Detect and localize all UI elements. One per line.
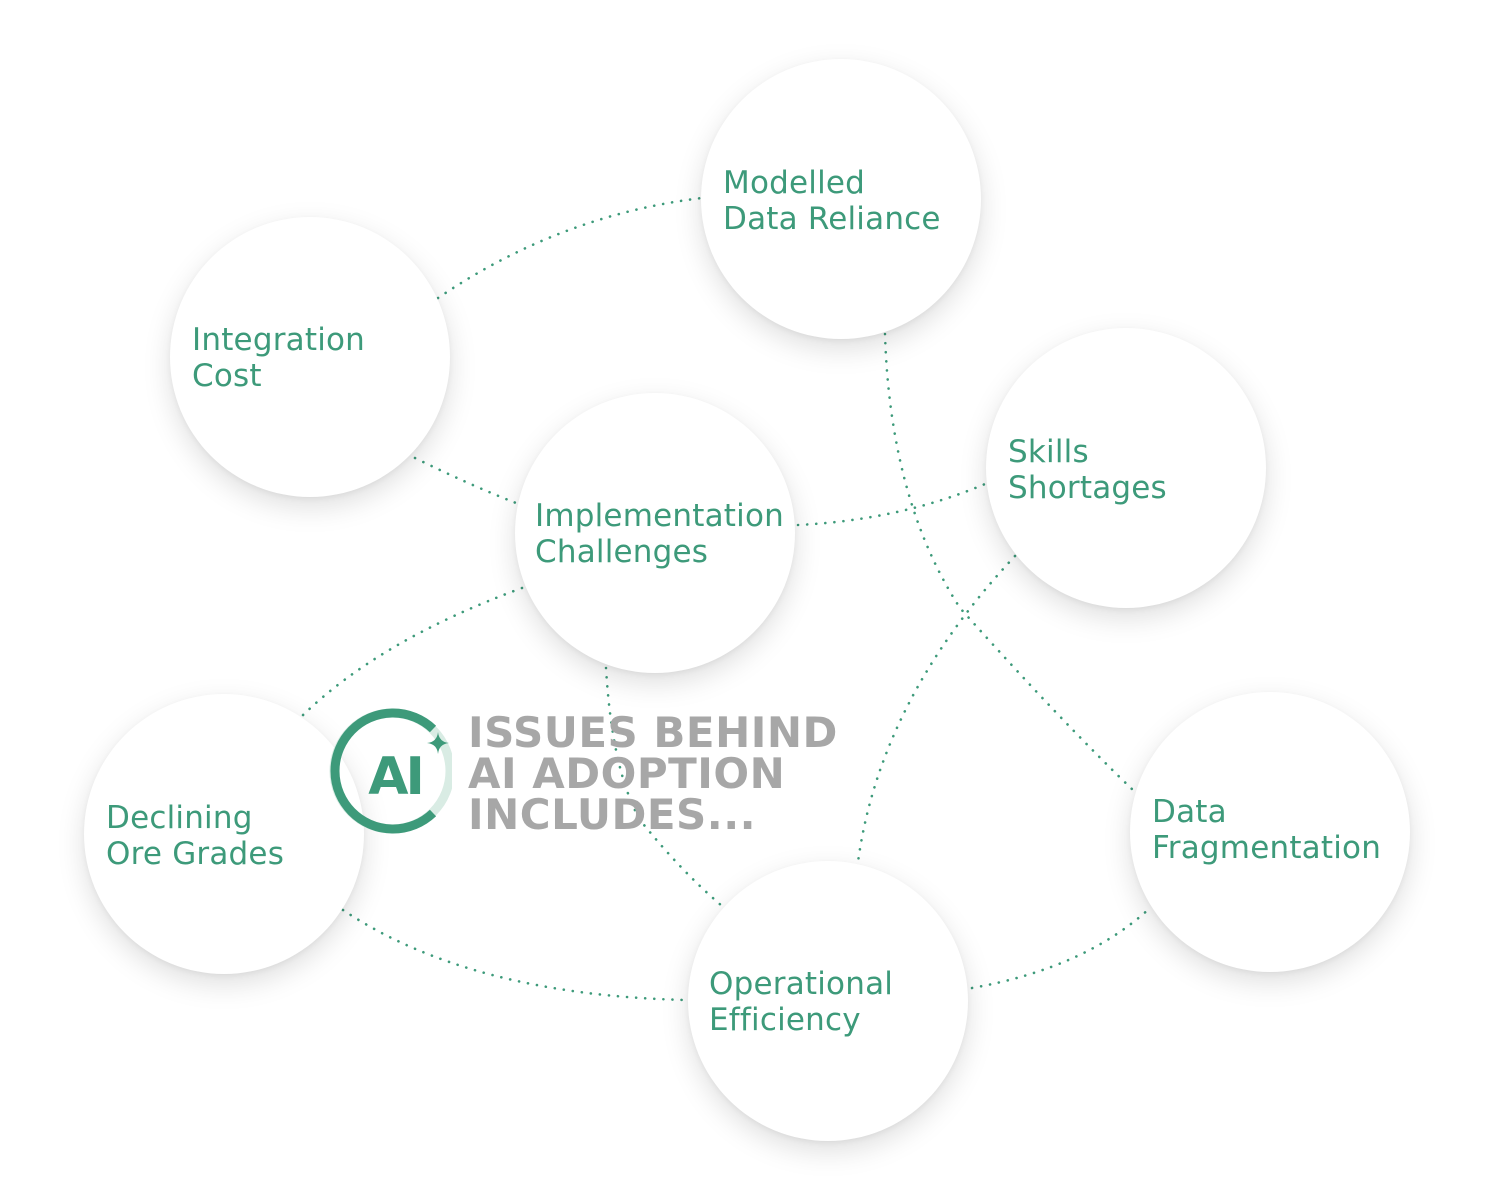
node-integration-cost	[170, 217, 450, 497]
headline-line-3: INCLUDES...	[468, 790, 757, 839]
ai-logo	[329, 708, 452, 834]
node-data-fragmentation	[1130, 692, 1410, 972]
connector-integration-implementation	[413, 456, 518, 505]
sparkle-icon	[427, 732, 449, 754]
node-implementation-challenges	[515, 393, 795, 673]
label-line: Cost	[192, 358, 262, 394]
label-modelled-data-reliance: Modelled Data Reliance	[723, 165, 941, 237]
connector-operational-data	[970, 906, 1152, 990]
label-line: Data	[1152, 794, 1227, 830]
connector-declining-operational	[341, 908, 688, 1002]
connector-integration-modelled	[436, 196, 704, 300]
headline: ISSUES BEHIND AI ADOPTION INCLUDES...	[468, 708, 838, 839]
label-line: Shortages	[1008, 470, 1167, 506]
label-line: Efficiency	[709, 1002, 861, 1038]
label-line: Fragmentation	[1152, 830, 1382, 866]
label-line: Ore Grades	[106, 836, 285, 872]
headline-line-1: ISSUES BEHIND	[468, 708, 838, 757]
label-line: Implementation	[535, 498, 784, 534]
label-declining-ore-grades: Declining Ore Grades	[106, 800, 284, 872]
label-implementation-challenges: Implementation Challenges	[535, 498, 784, 570]
label-integration-cost: Integration Cost	[192, 322, 365, 394]
label-line: Skills	[1008, 434, 1089, 470]
label-line: Declining	[106, 800, 253, 836]
label-line: Integration	[192, 322, 366, 358]
node-operational-efficiency	[688, 861, 968, 1141]
node-declining-ore-grades	[84, 694, 364, 974]
label-operational-efficiency: Operational Efficiency	[709, 966, 893, 1038]
node-modelled-data-reliance	[701, 59, 981, 339]
label-line: Challenges	[535, 534, 709, 570]
connector-implementation-skills	[796, 482, 987, 527]
node-skills-shortages	[986, 328, 1266, 608]
label-line: Operational	[709, 966, 894, 1002]
label-line: Modelled	[723, 165, 866, 201]
logo-text: AI	[368, 747, 425, 807]
headline-line-2: AI ADOPTION	[468, 749, 786, 798]
connector-implementation-declining	[300, 586, 524, 718]
label-skills-shortages: Skills Shortages	[1008, 434, 1167, 506]
connector-implementation-operational	[604, 666, 724, 908]
logo-ring-arc	[330, 708, 437, 834]
connector-skills-operational	[856, 554, 1017, 864]
label-line: Data Reliance	[723, 201, 941, 237]
label-data-fragmentation: Data Fragmentation	[1152, 794, 1381, 866]
